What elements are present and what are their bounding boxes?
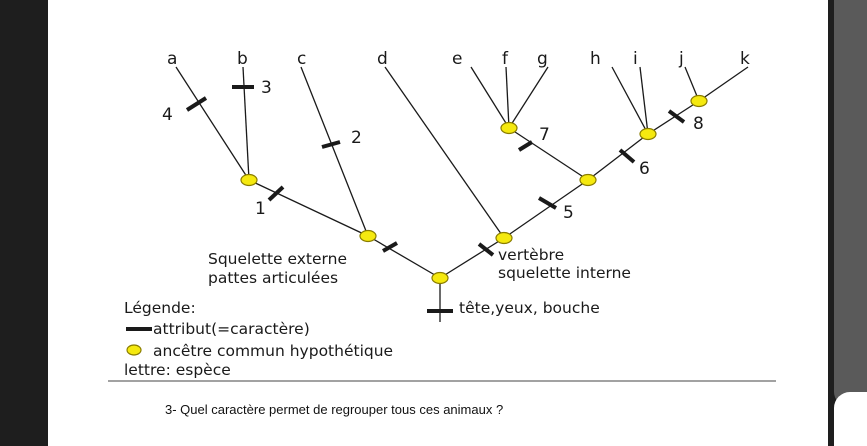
branch-h xyxy=(611,66,649,135)
species-label-b: b xyxy=(237,49,248,69)
right-node-label-2: squelette interne xyxy=(498,264,631,282)
character-mark-2 xyxy=(321,140,341,149)
species-label-i: i xyxy=(633,49,638,69)
branch-node-jk xyxy=(647,100,700,135)
ancestor-node-efg xyxy=(500,121,518,135)
side-panel xyxy=(828,0,867,446)
branch-e xyxy=(470,66,510,129)
legend-attribute-label: attribut(=caractère) xyxy=(153,320,310,338)
branch-f xyxy=(505,66,510,129)
branch-node-ab xyxy=(248,179,369,237)
ancestor-node-efghijk xyxy=(579,173,597,187)
legend-letter-label: lettre: espèce xyxy=(124,361,231,379)
question-text: 3- Quel caractère permet de regrouper to… xyxy=(165,402,504,417)
left-node-label-2: pattes articulées xyxy=(208,269,338,287)
left-node-label-1: Squelette externe xyxy=(208,250,347,268)
character-mark-4 xyxy=(185,96,208,112)
legend-ancestor-swatch xyxy=(126,344,142,356)
character-number-8: 8 xyxy=(693,114,704,134)
branch-a xyxy=(175,66,250,181)
species-label-g: g xyxy=(537,49,548,69)
legend-attribute-swatch xyxy=(126,327,152,331)
ancestor-node-left xyxy=(359,229,377,243)
branch-node-hijk xyxy=(587,133,649,181)
branch-k xyxy=(698,66,749,102)
character-mark-8 xyxy=(667,109,686,124)
branch-root-left xyxy=(367,235,441,279)
character-mark-1 xyxy=(267,185,285,202)
species-label-f: f xyxy=(502,49,509,69)
right-node-label-1: vertèbre xyxy=(498,246,564,264)
character-number-2: 2 xyxy=(351,128,362,148)
ancestor-node-ab xyxy=(240,173,258,187)
ancestor-node-root xyxy=(431,271,449,285)
character-mark-6 xyxy=(618,148,636,164)
branch-node-efghijk xyxy=(503,179,589,239)
ancestor-node-hij xyxy=(639,127,657,141)
branch-d xyxy=(384,66,505,239)
character-number-1: 1 xyxy=(255,199,266,219)
legend: Légende: attribut(=caractère) ancêtre co… xyxy=(124,299,393,379)
species-label-e: e xyxy=(452,49,462,69)
legend-ancestor-label: ancêtre commun hypothétique xyxy=(153,342,393,360)
phylogenetic-tree: a b c d e f g h i j k 1 2 3 4 5 6 7 8 Sq… xyxy=(108,49,776,382)
character-mark-7 xyxy=(517,140,534,152)
species-label-a: a xyxy=(167,49,177,69)
species-label-k: k xyxy=(740,49,750,69)
species-label-d: d xyxy=(377,49,388,69)
character-number-7: 7 xyxy=(539,125,550,145)
species-label-c: c xyxy=(297,49,306,69)
branch-root-right xyxy=(439,237,505,279)
species-label-h: h xyxy=(590,49,601,69)
legend-title: Légende: xyxy=(124,299,196,317)
root-character-label: tête,yeux, bouche xyxy=(459,299,600,317)
branch-c xyxy=(300,66,369,237)
character-number-4: 4 xyxy=(162,105,173,125)
character-mark-5 xyxy=(537,196,558,210)
character-mark-right-node xyxy=(477,242,495,257)
document-page: a b c d e f g h i j k 1 2 3 4 5 6 7 8 Sq… xyxy=(48,0,828,446)
branch-g xyxy=(508,66,549,129)
side-widget-corner[interactable] xyxy=(834,392,867,446)
character-number-5: 5 xyxy=(563,203,574,223)
ancestor-node-right xyxy=(495,231,513,245)
branch-node-efg xyxy=(508,127,589,181)
ancestor-node-jk xyxy=(690,94,708,108)
character-number-3: 3 xyxy=(261,78,272,98)
branch-i xyxy=(639,66,649,135)
branch-b xyxy=(242,66,250,181)
character-mark-left-node xyxy=(382,241,398,253)
character-number-6: 6 xyxy=(639,159,650,179)
side-widget xyxy=(834,0,867,406)
species-label-j: j xyxy=(678,49,684,69)
